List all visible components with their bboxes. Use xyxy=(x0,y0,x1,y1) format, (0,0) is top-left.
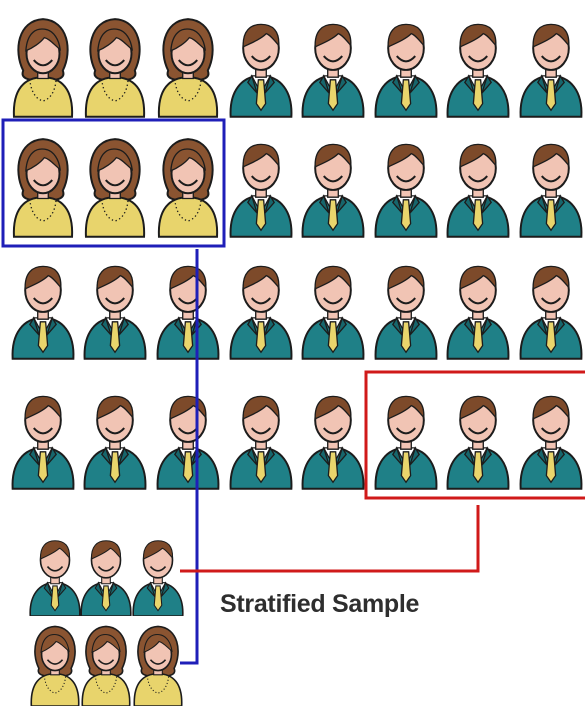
man-figure-icon xyxy=(448,144,509,236)
man-figure-icon xyxy=(158,266,219,358)
man-figure-icon xyxy=(231,24,292,116)
man-figure-icon xyxy=(376,24,437,116)
men-selection-connector xyxy=(180,505,478,571)
man-figure-icon xyxy=(231,266,292,358)
man-figure-icon xyxy=(376,266,437,358)
woman-figure-icon xyxy=(86,139,144,237)
man-figure-icon xyxy=(303,24,364,116)
man-figure-icon xyxy=(448,396,509,488)
woman-figure-icon xyxy=(14,139,72,237)
man-figure-icon xyxy=(521,144,582,236)
man-figure-icon xyxy=(133,541,183,616)
man-figure-icon xyxy=(376,144,437,236)
man-figure-icon xyxy=(448,266,509,358)
woman-figure-icon xyxy=(86,19,144,117)
woman-figure-icon xyxy=(159,19,217,117)
man-figure-icon xyxy=(521,24,582,116)
man-figure-icon xyxy=(303,266,364,358)
woman-figure-icon xyxy=(14,19,72,117)
man-figure-icon xyxy=(13,266,74,358)
woman-figure-icon xyxy=(159,139,217,237)
man-figure-icon xyxy=(376,396,437,488)
man-figure-icon xyxy=(231,396,292,488)
stratified-sample-group xyxy=(30,541,183,706)
man-figure-icon xyxy=(303,396,364,488)
man-figure-icon xyxy=(521,266,582,358)
population-grid xyxy=(13,19,582,489)
man-figure-icon xyxy=(85,396,146,488)
woman-figure-icon xyxy=(134,626,181,706)
man-figure-icon xyxy=(448,24,509,116)
man-figure-icon xyxy=(85,266,146,358)
woman-figure-icon xyxy=(82,626,129,706)
man-figure-icon xyxy=(13,396,74,488)
man-figure-icon xyxy=(158,396,219,488)
man-figure-icon xyxy=(303,144,364,236)
man-figure-icon xyxy=(81,541,131,616)
man-figure-icon xyxy=(521,396,582,488)
stratified-sample-caption: Stratified Sample xyxy=(220,590,419,619)
man-figure-icon xyxy=(231,144,292,236)
woman-figure-icon xyxy=(31,626,78,706)
man-figure-icon xyxy=(30,541,80,616)
